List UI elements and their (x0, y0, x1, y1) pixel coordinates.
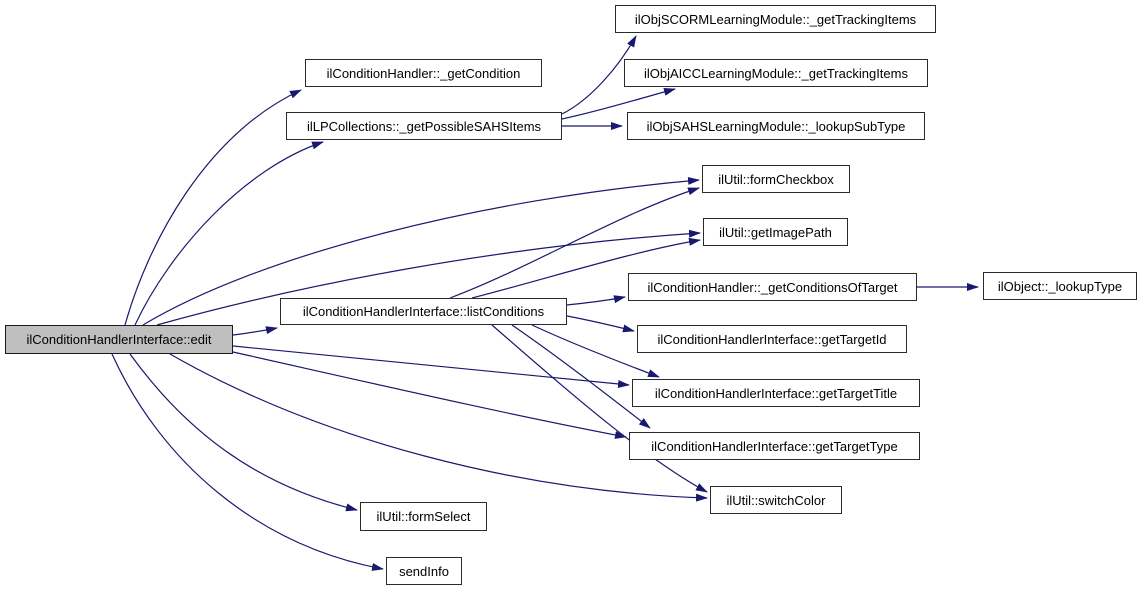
edge-edit-to-form-select (129, 353, 358, 512)
graph-node-sahs-lookup-sub-type[interactable]: ilObjSAHSLearningModule::_lookupSubType (627, 112, 925, 140)
edge-list-conditions-to-get-target-title (531, 324, 660, 378)
graph-node-form-select[interactable]: ilUtil::formSelect (360, 502, 487, 531)
graph-node-form-checkbox[interactable]: ilUtil::formCheckbox (702, 165, 850, 193)
graph-node-lookup-type[interactable]: ilObject::_lookupType (983, 272, 1137, 300)
edge-edit-to-get-image-path (156, 229, 701, 326)
graph-node-get-target-type[interactable]: ilConditionHandlerInterface::getTargetTy… (629, 432, 920, 460)
edge-edit-to-list-conditions (232, 326, 278, 336)
graph-node-aicc-get-tracking-items[interactable]: ilObjAICCLearningModule::_getTrackingIte… (624, 59, 928, 87)
graph-node-get-target-title[interactable]: ilConditionHandlerInterface::getTargetTi… (632, 379, 920, 407)
graph-node-edit: ilConditionHandlerInterface::edit (5, 325, 233, 354)
graph-node-get-condition[interactable]: ilConditionHandler::_getCondition (305, 59, 542, 87)
edge-get-possible-sahs-items-to-scorm-get-tracking-items (561, 35, 637, 115)
edge-list-conditions-to-get-target-type (511, 324, 651, 429)
edge-edit-to-send-info (111, 353, 384, 571)
graph-node-list-conditions[interactable]: ilConditionHandlerInterface::listConditi… (280, 298, 567, 325)
edge-list-conditions-to-get-image-path (471, 237, 701, 299)
edge-edit-to-switch-color (169, 353, 708, 502)
graph-node-get-target-id[interactable]: ilConditionHandlerInterface::getTargetId (637, 325, 907, 353)
edge-list-conditions-to-form-checkbox (449, 187, 700, 299)
edge-edit-to-form-checkbox (142, 176, 700, 326)
edge-edit-to-get-target-title (232, 345, 630, 388)
graph-node-send-info[interactable]: sendInfo (386, 557, 462, 585)
graph-node-get-conditions-of-target[interactable]: ilConditionHandler::_getConditionsOfTarg… (628, 273, 917, 301)
edge-edit-to-get-target-type (232, 351, 627, 439)
edge-list-conditions-to-get-target-id (566, 315, 635, 333)
edge-edit-to-get-condition (124, 89, 302, 326)
edge-list-conditions-to-switch-color (491, 324, 708, 493)
graph-node-switch-color[interactable]: ilUtil::switchColor (710, 486, 842, 514)
edge-get-possible-sahs-items-to-aicc-get-tracking-items (561, 88, 676, 120)
edge-list-conditions-to-get-conditions-of-target (566, 295, 626, 306)
graph-node-get-image-path[interactable]: ilUtil::getImagePath (703, 218, 848, 246)
graph-node-get-possible-sahs-items[interactable]: ilLPCollections::_getPossibleSAHSItems (286, 112, 562, 140)
edge-edit-to-get-possible-sahs-items (134, 141, 324, 326)
graph-node-scorm-get-tracking-items[interactable]: ilObjSCORMLearningModule::_getTrackingIt… (615, 5, 936, 33)
